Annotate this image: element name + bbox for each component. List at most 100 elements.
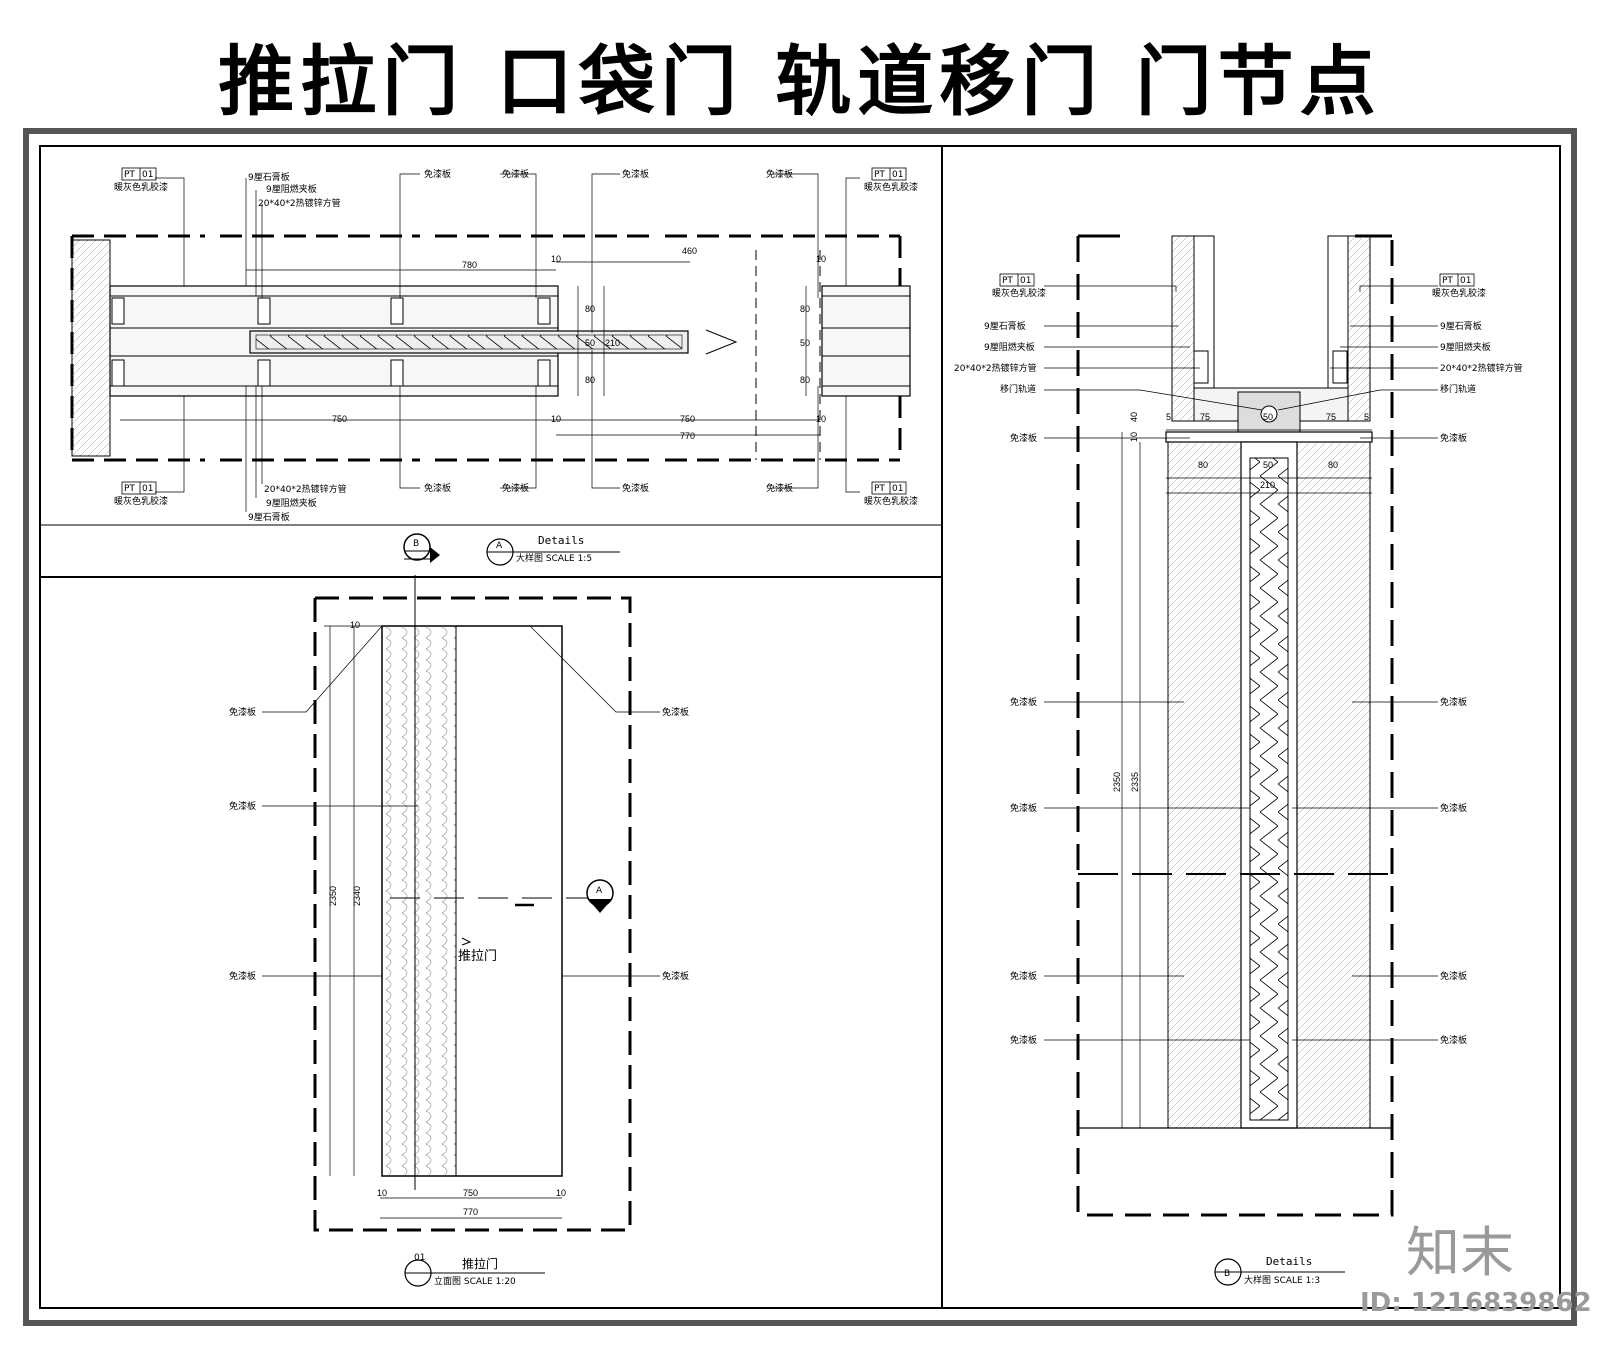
dim-b: 210 bbox=[1260, 480, 1275, 490]
panel-label: 免漆板 bbox=[424, 482, 451, 494]
dim-b: 2335 bbox=[1130, 772, 1140, 792]
watermark-logo: 知末 bbox=[1406, 1221, 1514, 1284]
panel-label: 免漆板 bbox=[662, 970, 689, 982]
pt-code: PT bbox=[124, 170, 135, 180]
dim-elev: 10 bbox=[556, 1188, 566, 1198]
detail-a-plan bbox=[70, 173, 911, 512]
panel-label: 免漆板 bbox=[766, 482, 793, 494]
dim-a: 770 bbox=[680, 431, 695, 441]
dim-elev: 10 bbox=[377, 1188, 387, 1198]
panel-label: 免漆板 bbox=[1010, 970, 1037, 982]
section-marker-b bbox=[403, 533, 440, 563]
pt-number: 01 bbox=[1460, 276, 1471, 286]
elev-title bbox=[404, 1259, 545, 1287]
panel-label: 免漆板 bbox=[662, 706, 689, 718]
dim-a: 780 bbox=[462, 260, 477, 270]
tube-label: 20*40*2热镀锌方管 bbox=[264, 483, 347, 495]
elev-tag: 01 bbox=[414, 1253, 425, 1263]
pt-tag-a-tr: PT 01 暖灰色乳胶漆 bbox=[864, 167, 918, 193]
elev-scale: 立面图 SCALE 1:20 bbox=[434, 1275, 516, 1287]
tube-label: 20*40*2热镀锌方管 bbox=[1440, 362, 1523, 374]
pt-number: 01 bbox=[142, 484, 153, 494]
pt-code: PT bbox=[1442, 276, 1453, 286]
fireboard-label: 9厘阻燃夹板 bbox=[266, 497, 317, 509]
track-label: 移门轨道 bbox=[1000, 383, 1036, 395]
panel-label: 免漆板 bbox=[622, 168, 649, 180]
pt-code: PT bbox=[874, 484, 885, 494]
page-title: 推拉门 口袋门 轨道移门 门节点 bbox=[218, 37, 1382, 126]
dim-b: 2350 bbox=[1112, 772, 1122, 792]
inner-frame bbox=[39, 145, 1561, 1309]
elev-name: 推拉门 bbox=[462, 1256, 498, 1271]
paint-label: 暖灰色乳胶漆 bbox=[992, 287, 1046, 299]
dim-elev: 10 bbox=[350, 620, 360, 630]
dim-elev: 2350 bbox=[328, 886, 338, 906]
gypsum-label: 9厘石膏板 bbox=[1440, 320, 1482, 332]
dim-b: 80 bbox=[1328, 460, 1338, 470]
section-marker-b-letter: B bbox=[413, 539, 419, 549]
panel-label: 免漆板 bbox=[766, 168, 793, 180]
paint-label: 暖灰色乳胶漆 bbox=[114, 181, 168, 193]
detail-b-scale: 大样图 SCALE 1:3 bbox=[1244, 1274, 1320, 1286]
panel-label: 免漆板 bbox=[1440, 432, 1467, 444]
paint-label: 暖灰色乳胶漆 bbox=[864, 181, 918, 193]
paint-label: 暖灰色乳胶漆 bbox=[1432, 287, 1486, 299]
dim-b: 40 bbox=[1129, 412, 1139, 422]
dim-a: 10 bbox=[816, 414, 826, 424]
dim-a: 50 bbox=[585, 338, 595, 348]
paint-label: 暖灰色乳胶漆 bbox=[864, 495, 918, 507]
dim-a: 80 bbox=[585, 304, 595, 314]
section-marker-a bbox=[586, 879, 614, 913]
dim-b: 50 bbox=[1263, 412, 1273, 422]
dim-elev: 2340 bbox=[352, 886, 362, 906]
detail-b-title bbox=[1214, 1258, 1345, 1286]
paint-label: 暖灰色乳胶漆 bbox=[114, 495, 168, 507]
fireboard-label: 9厘阻燃夹板 bbox=[266, 183, 317, 195]
track-label: 移门轨道 bbox=[1440, 383, 1476, 395]
dim-a: 80 bbox=[585, 375, 595, 385]
dim-b: 50 bbox=[1263, 460, 1273, 470]
dim-elev: 770 bbox=[463, 1207, 478, 1217]
dim-a: 10 bbox=[551, 414, 561, 424]
gypsum-label: 9厘石膏板 bbox=[248, 171, 290, 183]
panel-label: 免漆板 bbox=[1010, 432, 1037, 444]
panel-label: 免漆板 bbox=[1440, 970, 1467, 982]
dim-a: 210 bbox=[605, 338, 620, 348]
pt-code: PT bbox=[124, 484, 135, 494]
tube-label: 20*40*2热镀锌方管 bbox=[954, 362, 1037, 374]
detail-a-tag: A bbox=[496, 541, 503, 551]
dim-a: 750 bbox=[680, 414, 695, 424]
detail-a-name: Details bbox=[538, 534, 584, 547]
pt-tag-b-r: PT 01 暖灰色乳胶漆 bbox=[1432, 273, 1486, 299]
panel-label: 免漆板 bbox=[1010, 1034, 1037, 1046]
elevation-view bbox=[262, 575, 660, 1232]
pt-number: 01 bbox=[892, 484, 903, 494]
dim-b: 10 bbox=[1129, 432, 1139, 442]
section-marker-a-letter: A bbox=[596, 886, 603, 896]
pt-number: 01 bbox=[142, 170, 153, 180]
dim-b: 75 bbox=[1200, 412, 1210, 422]
watermark-id: ID: 1216839862 bbox=[1360, 1288, 1592, 1318]
panel-label: 免漆板 bbox=[502, 168, 529, 180]
panel-label: 免漆板 bbox=[424, 168, 451, 180]
pt-number: 01 bbox=[1020, 276, 1031, 286]
detail-a-title bbox=[486, 538, 620, 566]
dim-a: 10 bbox=[816, 254, 826, 264]
fireboard-label: 9厘阻燃夹板 bbox=[984, 341, 1035, 353]
dim-b: 80 bbox=[1198, 460, 1208, 470]
pt-number: 01 bbox=[892, 170, 903, 180]
panel-label: 免漆板 bbox=[229, 800, 256, 812]
outer-frame bbox=[23, 128, 1577, 1326]
panel-label: 免漆板 bbox=[1440, 802, 1467, 814]
panel-label: 免漆板 bbox=[502, 482, 529, 494]
pt-code: PT bbox=[874, 170, 885, 180]
panel-label: 免漆板 bbox=[229, 970, 256, 982]
dim-elev: 750 bbox=[463, 1188, 478, 1198]
detail-b-name: Details bbox=[1266, 1255, 1312, 1268]
panel-label: 免漆板 bbox=[229, 706, 256, 718]
gypsum-label: 9厘石膏板 bbox=[248, 511, 290, 523]
dim-b: 5 bbox=[1364, 412, 1369, 422]
dim-a: 750 bbox=[332, 414, 347, 424]
dim-a: 10 bbox=[551, 254, 561, 264]
